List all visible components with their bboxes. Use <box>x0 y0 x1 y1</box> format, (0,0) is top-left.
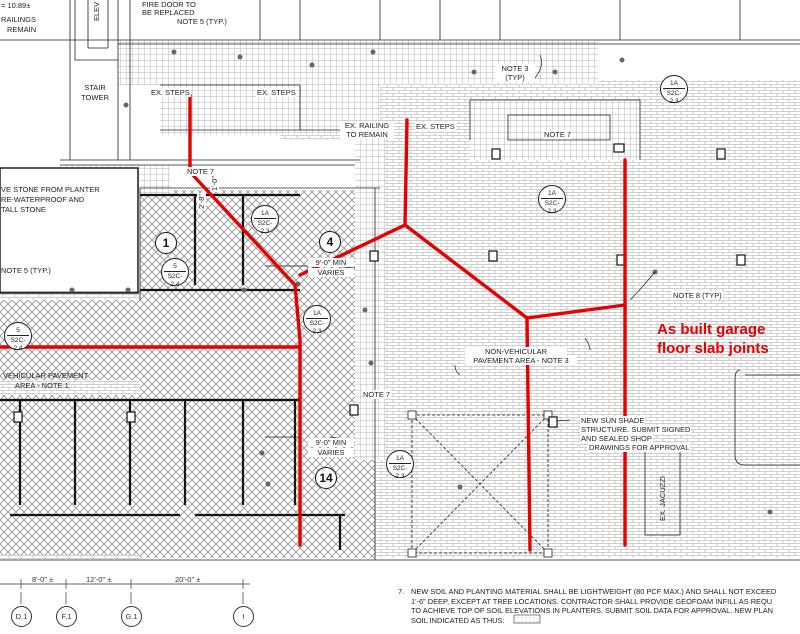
building-outline <box>0 0 800 561</box>
grid-line-bubble: D.1 <box>11 606 32 627</box>
drain-dots <box>69 49 773 515</box>
ex-steps-label-2: EX. STEPS <box>256 88 297 97</box>
elevation-label: = 10.89± <box>1 1 31 10</box>
sun-shade-label-4: DRAWINGS FOR APPROVAL <box>588 443 691 452</box>
nonvehicular-label-1: NON-VEHICULAR <box>465 347 567 356</box>
ex-steps-label-1: EX. STEPS <box>150 88 191 97</box>
min-varies-1-a: 9'-0" MIN <box>308 258 354 267</box>
dimension-text: 20'-0" ± <box>175 575 201 584</box>
paving-herringbone-field <box>0 190 375 558</box>
dimension-text: 12'-0" ± <box>86 575 112 584</box>
note3-label-2: (TYP) <box>495 73 535 82</box>
callout-line-2: floor slab joints <box>657 340 769 357</box>
planter-note-3: TALL STONE <box>1 205 46 214</box>
fire-door-label-1: FIRE DOOR TO <box>141 0 197 9</box>
callout-line-1: As built garage <box>657 321 766 338</box>
grid-line-bubble: F.1 <box>56 606 77 627</box>
note7-left-label: NOTE 7 <box>186 167 216 176</box>
vehicular-label-1: VEHICULAR PAVEMENT <box>3 371 89 380</box>
column-markers <box>13 143 746 428</box>
sun-shade-label-1: NEW SUN SHADE <box>580 416 646 425</box>
sun-shade-label-2: STRUCTURE. SUBMIT SIGNED <box>580 425 692 434</box>
sun-shade-structure <box>411 414 549 554</box>
nonvehicular-label-2: PAVEMENT AREA - NOTE 3 <box>465 356 577 365</box>
footnote-7: NEW SOIL AND PLANTING MATERIAL SHALL BE … <box>411 587 800 625</box>
grid-line-bubble: I <box>233 606 254 627</box>
footnote-line: SOIL INDICATED AS THUS: <box>411 615 505 625</box>
vertical-dimension: 2'-8" <box>197 193 206 210</box>
elevator-label: ELEV <box>92 1 101 21</box>
note5-top-label: NOTE 5 (TYP.) <box>176 17 228 26</box>
ex-railing-label-2: TO REMAIN <box>340 130 394 139</box>
footnote-line: TO ACHIEVE TOP OF SOIL ELEVATIONS IN PLA… <box>411 606 773 615</box>
railings-label-1: RAILINGS <box>1 15 37 24</box>
grid-line-bubble: G.1 <box>121 606 142 627</box>
planter-note-1: VE STONE FROM PLANTER <box>1 185 100 194</box>
planter-box <box>0 167 139 294</box>
planter-note-2: RE-WATERPROOF AND <box>1 195 85 204</box>
note8-label: NOTE 8 (TYP) <box>672 291 723 300</box>
stair-tower-label-2: TOWER <box>76 93 114 102</box>
vertical-dimension-2: 1'-0" <box>210 175 219 192</box>
jacuzzi-label: EX. JACUZZI <box>658 475 667 521</box>
dimension-line <box>0 579 250 604</box>
note5-left-label: NOTE 5 (TYP.) <box>1 266 51 275</box>
area-bubble-1: 1 <box>155 232 177 254</box>
min-varies-1-b: VARIES <box>308 268 354 277</box>
sun-shade-label-3: AND SEALED SHOP <box>580 434 653 443</box>
min-varies-2-a: 9'-0" MIN <box>308 438 354 447</box>
min-varies-2-b: VARIES <box>308 448 354 457</box>
ex-steps-label-3: EX. STEPS <box>415 122 456 131</box>
note3-label-1: NOTE 3 <box>495 64 535 73</box>
soil-hatch-swatch <box>513 614 541 624</box>
note7-top-label: NOTE 7 <box>543 130 573 139</box>
railings-label-2: REMAIN <box>7 25 37 34</box>
area-bubble-14: 14 <box>315 467 337 489</box>
ex-railing-label-1: EX. RAILING <box>340 121 394 130</box>
fire-door-label-2: BE REPLACED <box>141 8 196 17</box>
shade-posts <box>407 410 553 558</box>
note7-mid-label: NOTE 7 <box>362 390 392 399</box>
area-bubble-4: 4 <box>319 231 341 253</box>
footnote-line: NEW SOIL AND PLANTING MATERIAL SHALL BE … <box>411 587 777 596</box>
vehicular-paving-stripes <box>0 193 345 550</box>
vehicular-label-2: AREA - NOTE 1 <box>15 381 69 390</box>
paving-grid-field <box>60 40 640 460</box>
stair-tower-label-1: STAIR <box>78 83 112 92</box>
footnote-number: 7. <box>398 587 405 596</box>
dimension-text: 8'-0" ± <box>32 575 54 584</box>
footnote-line: 1'-6" DEEP, EXCEPT AT TREE LOCATIONS. CO… <box>411 596 773 606</box>
